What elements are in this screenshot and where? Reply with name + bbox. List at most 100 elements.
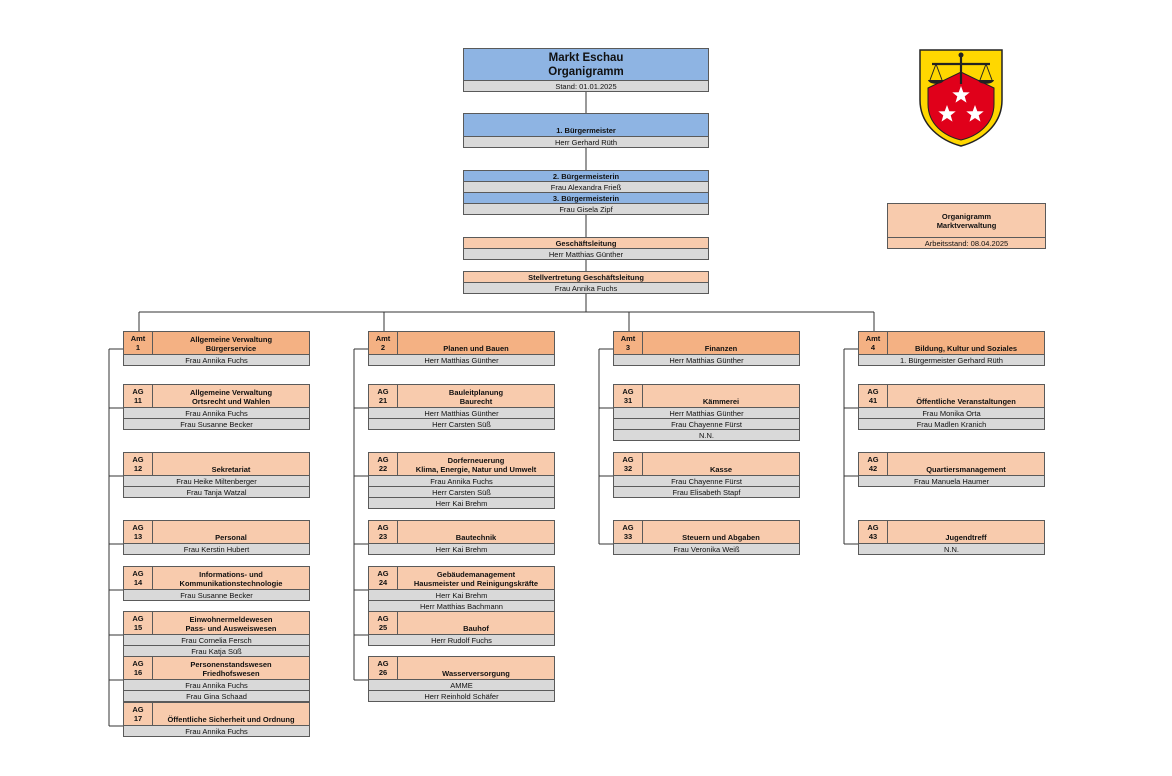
ag-17-title-line-1: Öffentliche Sicherheit und Ordnung — [167, 715, 295, 724]
ag-33-person-1: Frau Veronika Weiß — [613, 543, 800, 555]
ag-26-number: 26 — [378, 668, 388, 677]
ag-25-title-line-1: Bauhof — [463, 624, 489, 633]
side-info-line-1: Organigramm — [941, 211, 992, 221]
ag-13-code-label: AG — [132, 523, 144, 532]
chart-title: Markt Eschau Organigramm — [463, 48, 709, 81]
management-name: Herr Matthias Günther — [463, 248, 709, 260]
ag-33-title-line-1: Steuern und Abgaben — [682, 533, 760, 542]
ag-21-number: 21 — [378, 396, 388, 405]
ag-16-number: 16 — [133, 668, 143, 677]
side-info-title: Organigramm Marktverwaltung — [887, 203, 1046, 238]
ag-31-person-3: N.N. — [613, 429, 800, 441]
ag-43-person-1: N.N. — [858, 543, 1045, 555]
amt-1-title-line-2: Bürgerservice — [205, 344, 257, 353]
amt-2-person-1: Herr Matthias Günther — [368, 354, 555, 366]
title-line-2: Organigramm — [548, 65, 624, 78]
amt-2-number: 2 — [380, 343, 386, 352]
amt-2-title: Planen und Bauen — [398, 332, 554, 354]
ag-14-title-line-2: Kommunikationstechnologie — [179, 579, 283, 588]
amt-2-title-line-1: Planen und Bauen — [443, 344, 509, 353]
amt-4-code-label: Amt — [865, 334, 881, 343]
ag-22-title-line-1: Dorferneuerung — [447, 456, 505, 465]
ag-31-code-label: AG — [622, 387, 634, 396]
ag-24-code-label: AG — [377, 569, 389, 578]
amt-2-code-label: Amt — [375, 334, 391, 343]
amt-4-number: 4 — [870, 343, 876, 352]
ag-15-code-label: AG — [132, 614, 144, 623]
ag-22-title-line-2: Klima, Energie, Natur und Umwelt — [415, 465, 537, 474]
ag-23-title: Bautechnik — [398, 521, 554, 543]
ag-22-number: 22 — [378, 464, 388, 473]
ag-11-title-line-1: Allgemeine Verwaltung — [189, 388, 273, 397]
ag-16-code-label: AG — [132, 659, 144, 668]
ag-12-code-label: AG — [132, 455, 144, 464]
ag-41-number: 41 — [868, 396, 878, 405]
ag-11-number: 11 — [134, 396, 142, 405]
ag-43-number: 43 — [868, 532, 878, 541]
ag-24-number: 24 — [378, 578, 388, 587]
ag-32-number: 32 — [623, 464, 633, 473]
ag-32-person-2: Frau Elisabeth Stapf — [613, 486, 800, 498]
side-info-date: Arbeitsstand: 08.04.2025 — [887, 237, 1046, 249]
ag-12-title-line-1: Sekretariat — [211, 465, 251, 474]
amt-1-code-label: Amt — [130, 334, 146, 343]
amt-1-title-line-1: Allgemeine Verwaltung — [189, 335, 273, 344]
ag-21-person-2: Herr Carsten Süß — [368, 418, 555, 430]
ag-42-person-1: Frau Manuela Haumer — [858, 475, 1045, 487]
ag-11-person-2: Frau Susanne Becker — [123, 418, 310, 430]
ag-33-number: 33 — [623, 532, 633, 541]
amt-3-number: 3 — [625, 343, 631, 352]
ag-16-title-line-1: Personenstandswesen — [190, 660, 272, 669]
ag-24-title-line-1: Gebäudemanagement — [436, 570, 516, 579]
amt-4-person-1: 1. Bürgermeister Gerhard Rüth — [858, 354, 1045, 366]
ag-22-code-label: AG — [377, 455, 389, 464]
amt-3-code-label: Amt — [620, 334, 636, 343]
ag-17-title: Öffentliche Sicherheit und Ordnung — [153, 703, 309, 725]
amt-3-person-1: Herr Matthias Günther — [613, 354, 800, 366]
ag-25-title: Bauhof — [398, 612, 554, 634]
ag-14-number: 14 — [133, 578, 143, 587]
ag-43-title-line-1: Jugendtreff — [945, 533, 987, 542]
ag-22-person-3: Herr Kai Brehm — [368, 497, 555, 509]
ag-26-person-2: Herr Reinhold Schäfer — [368, 690, 555, 702]
ag-17-person-1: Frau Annika Fuchs — [123, 725, 310, 737]
ag-26-title: Wasserversorgung — [398, 657, 554, 679]
deputy-management-name: Frau Annika Fuchs — [463, 282, 709, 294]
ag-13-number: 13 — [133, 532, 143, 541]
side-info-line-2: Marktverwaltung — [936, 220, 997, 230]
ag-32-title: Kasse — [643, 453, 799, 475]
title-line-1: Markt Eschau — [548, 51, 624, 64]
amt-3-title-line-1: Finanzen — [704, 344, 738, 353]
ag-31-title: Kämmerei — [643, 385, 799, 407]
ag-13-title-line-1: Personal — [215, 533, 247, 542]
ag-21-code-label: AG — [377, 387, 389, 396]
